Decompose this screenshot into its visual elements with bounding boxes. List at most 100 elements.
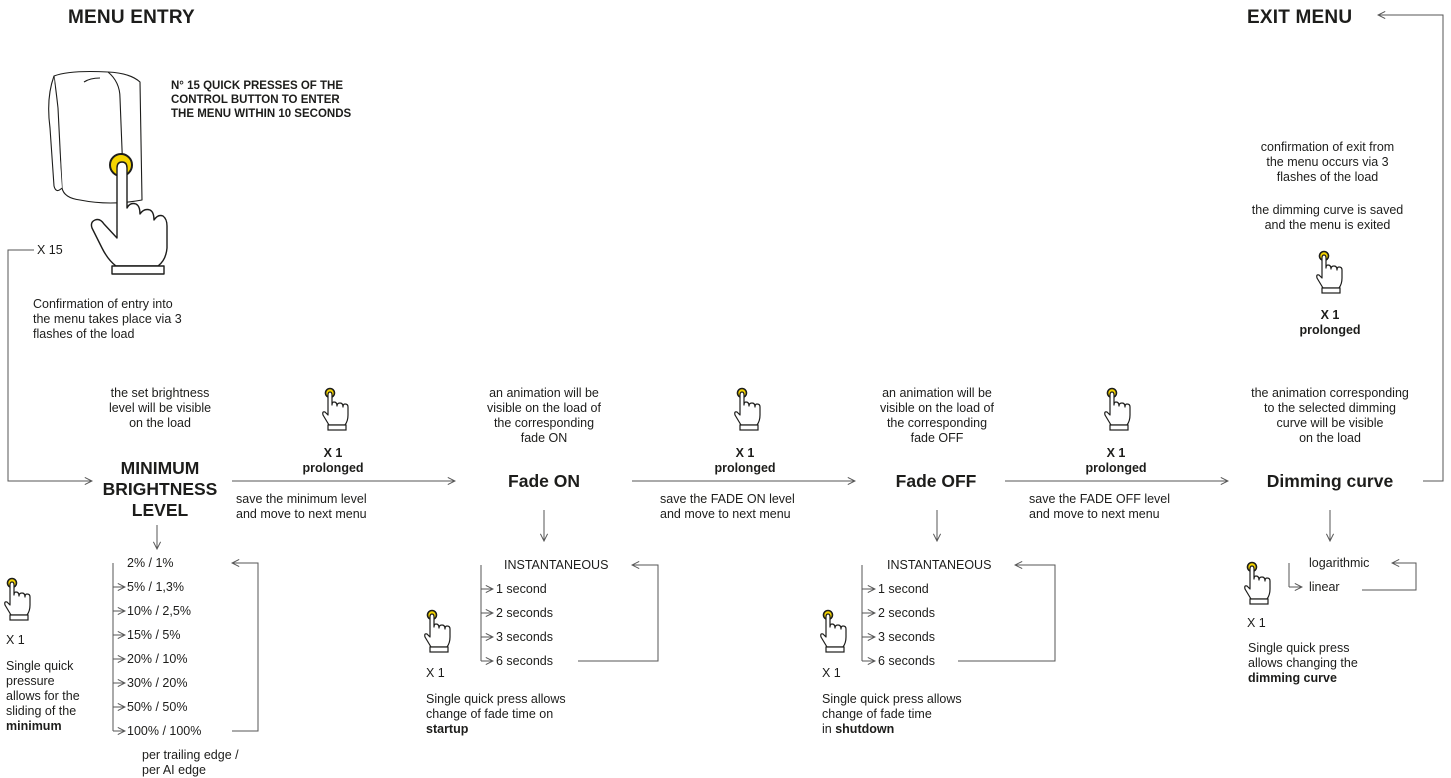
option-item: 2 seconds <box>496 606 553 620</box>
options-footer-line: per AI edge <box>142 763 206 777</box>
step-note-line: fade ON <box>520 431 568 445</box>
step-note-line: level will be visible <box>108 401 212 415</box>
step-note-fadeon: an animation will be visible on the load… <box>455 386 633 446</box>
step-note-line: the set brightness <box>110 386 210 400</box>
option-item: INSTANTANEOUS <box>504 558 609 572</box>
help-line: change of fade time on <box>426 707 554 721</box>
help-line: pressure <box>6 674 55 688</box>
help-bold: shutdown <box>835 722 895 736</box>
option-item: linear <box>1309 580 1340 594</box>
press-hand-icon-min <box>4 577 31 621</box>
entry-instruction-line: CONTROL BUTTON TO ENTER <box>171 94 340 106</box>
transition-save-1: save the minimum level and move to next … <box>236 492 367 522</box>
step-note-line: the corresponding <box>886 416 988 430</box>
transition-count-1: X 1 <box>323 446 343 460</box>
step-note-line: visible on the load of <box>880 401 994 415</box>
option-item: 20% / 10% <box>127 652 188 666</box>
options-footer-line: per trailing edge / <box>142 748 239 762</box>
step-note-fadeoff: an animation will be visible on the load… <box>848 386 1026 446</box>
save-line: save the FADE ON level <box>660 492 795 506</box>
option-item: 6 seconds <box>496 654 553 668</box>
option-item: INSTANTANEOUS <box>887 558 992 572</box>
step-note-line: an animation will be <box>489 386 599 400</box>
press-hand-icon-t1 <box>322 387 349 431</box>
entry-press-count: X 15 <box>37 243 63 257</box>
option-item: 2% / 1% <box>127 556 174 570</box>
transition-save-2: save the FADE ON level and move to next … <box>660 492 795 522</box>
option-item: 3 seconds <box>496 630 553 644</box>
exit-confirmation-line: confirmation of exit from <box>1260 140 1395 154</box>
transition-count-2: X 1 <box>735 446 755 460</box>
help-prefix: in <box>822 722 832 736</box>
help-line: allows for the <box>6 689 80 703</box>
entry-confirmation-line: the menu takes place via 3 <box>33 312 182 326</box>
help-text-curve: Single quick press allows changing the d… <box>1248 641 1358 686</box>
press-hand-icon-fadeoff <box>820 609 847 653</box>
exit-hand-icon <box>1316 250 1343 294</box>
entry-confirmation: Confirmation of entry into the menu take… <box>33 297 182 342</box>
menu-title-fadeon: Fade ON <box>508 471 580 491</box>
exit-menu-heading: EXIT MENU <box>1247 7 1353 28</box>
step-note-line: the corresponding <box>493 416 595 430</box>
exit-connector <box>1378 15 1444 482</box>
step-note-line: the animation corresponding <box>1251 386 1409 400</box>
save-line: save the minimum level <box>236 492 367 506</box>
exit-saved-line: and the menu is exited <box>1264 218 1391 232</box>
help-text-min: Single quick pressure allows for the sli… <box>6 659 80 734</box>
exit-saved-line: the dimming curve is saved <box>1251 203 1404 217</box>
help-line: Single quick press allows <box>822 692 962 706</box>
option-item: 3 seconds <box>878 630 935 644</box>
step-note-line: curve will be visible <box>1276 416 1384 430</box>
step-note-line: to the selected dimming <box>1263 401 1396 415</box>
exit-saved-note: the dimming curve is saved and the menu … <box>1205 203 1450 233</box>
option-item: 50% / 50% <box>127 700 188 714</box>
exit-press-count: X 1 <box>1320 308 1340 322</box>
press-count-curve: X 1 <box>1247 616 1266 630</box>
help-line: Single quick press allows <box>426 692 566 706</box>
press-hand-icon-t2 <box>734 387 761 431</box>
help-text-fadeon: Single quick press allows change of fade… <box>426 692 566 737</box>
help-line-last: in shutdown <box>822 722 962 737</box>
option-item: 100% / 100% <box>127 724 202 738</box>
help-bold: startup <box>426 722 469 736</box>
transition-save-3: save the FADE OFF level and move to next… <box>1029 492 1170 522</box>
exit-press-type: prolonged <box>1299 323 1361 337</box>
press-count-min: X 1 <box>6 633 25 647</box>
options-brackets-min <box>112 563 259 731</box>
press-hand-icon-t3 <box>1104 387 1131 431</box>
option-item: 15% / 5% <box>127 628 181 642</box>
menu-title-fadeoff: Fade OFF <box>895 471 977 491</box>
option-item: 2 seconds <box>878 606 935 620</box>
option-item: logarithmic <box>1309 556 1370 570</box>
exit-confirmation-line: flashes of the load <box>1276 170 1379 184</box>
press-hand-icon-curve <box>1244 561 1271 605</box>
options-footer-min: per trailing edge / per AI edge <box>142 748 239 778</box>
save-line: save the FADE OFF level <box>1029 492 1171 506</box>
options-brackets-fadeon <box>480 565 659 661</box>
entry-confirmation-line: flashes of the load <box>33 327 135 341</box>
option-item: 1 second <box>878 582 929 596</box>
help-line: Single quick <box>6 659 74 673</box>
transition-type-2: prolonged <box>714 461 776 475</box>
help-line: Single quick press <box>1248 641 1350 655</box>
transition-type-3: prolonged <box>1085 461 1147 475</box>
step-note-line: visible on the load of <box>487 401 601 415</box>
device-hand-illustration <box>48 70 168 275</box>
help-line: change of fade time <box>822 707 932 721</box>
step-note-line: an animation will be <box>882 386 992 400</box>
press-hand-icon-fadeon <box>424 609 451 653</box>
step-note-curve: the animation corresponding to the selec… <box>1215 386 1445 446</box>
entry-connector <box>7 249 92 481</box>
save-line: and move to next menu <box>660 507 791 521</box>
exit-confirmation: confirmation of exit from the menu occur… <box>1205 140 1450 185</box>
menu-title-curve: Dimming curve <box>1266 471 1394 491</box>
step-note-line: on the load <box>1299 431 1361 445</box>
help-text-fadeoff: Single quick press allows change of fade… <box>822 692 962 737</box>
entry-instruction-line: N° 15 QUICK PRESSES OF THE <box>171 80 344 92</box>
step-note-line: on the load <box>129 416 191 430</box>
save-line: and move to next menu <box>1029 507 1160 521</box>
help-line: sliding of the <box>6 704 77 718</box>
press-count-fadeoff: X 1 <box>822 666 841 680</box>
entry-instruction: N° 15 QUICK PRESSES OF THE CONTROL BUTTO… <box>171 79 351 121</box>
transition-type-1: prolonged <box>302 461 364 475</box>
